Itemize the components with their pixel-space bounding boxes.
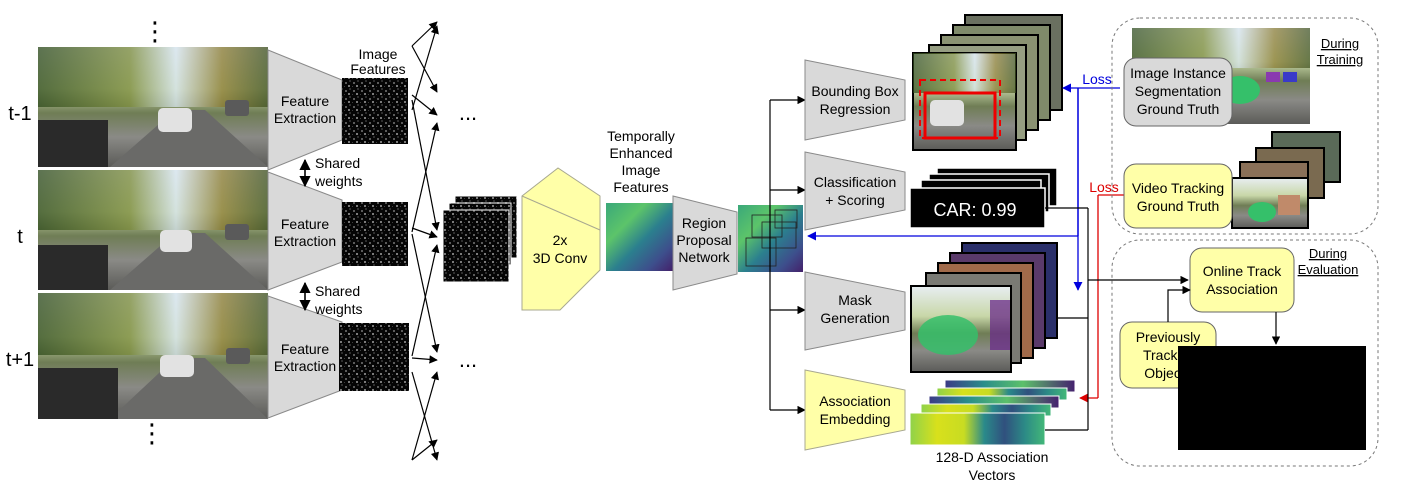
frame-label-t-plus-1: t+1 xyxy=(6,349,34,371)
enhanced-label-b: Enhanced xyxy=(609,145,672,161)
tracking-output-panel xyxy=(1178,346,1366,450)
conv3d-block: 2x 3D Conv xyxy=(521,167,601,311)
online-assoc-label-a: Online Track xyxy=(1203,263,1283,279)
track-gt-label-b: Ground Truth xyxy=(1137,198,1220,214)
shared-weights-label-1a: Shared xyxy=(315,155,360,171)
frame-label-t: t xyxy=(17,226,23,248)
frame-t-plus-1 xyxy=(38,293,268,419)
stacked-feature-maps xyxy=(442,195,518,283)
frame-t-minus-1 xyxy=(38,47,268,167)
previous-label-a: Previously xyxy=(1136,329,1201,345)
feature-map-1 xyxy=(342,78,408,144)
feature-map-2 xyxy=(342,202,408,266)
feature-extraction-label-3b: Extraction xyxy=(274,358,336,374)
assoc-label-a: Association xyxy=(819,393,891,409)
training-title-a: During xyxy=(1321,36,1359,51)
online-assoc-box xyxy=(1189,247,1295,313)
temporally-enhanced-features: Temporally Enhanced Image Features xyxy=(606,128,675,271)
evaluation-panel: During Evaluation Online Track Associati… xyxy=(1111,239,1379,467)
ellipsis-top: ... xyxy=(459,100,477,125)
rpn-label-a: Region xyxy=(682,215,726,231)
feature-extraction-label-2b: Extraction xyxy=(274,233,336,249)
cls-output-stack: CAR: 0.99 xyxy=(909,167,1058,229)
rpn-label-b: Proposal xyxy=(676,232,731,248)
car-score-text: CAR: 0.99 xyxy=(933,200,1016,220)
vectors-label-a: 128-D Association xyxy=(936,449,1049,465)
training-panel: During Training Image Instance Segmentat… xyxy=(1111,17,1379,235)
feature-extraction-label-2a: Feature xyxy=(281,216,329,232)
feature-extraction-label-1b: Extraction xyxy=(274,110,336,126)
feature-map-3 xyxy=(339,323,409,391)
cls-label-a: Classification xyxy=(814,174,896,190)
dots-bottom: ⋮ xyxy=(139,418,165,448)
online-assoc-label-b: Association xyxy=(1206,281,1278,297)
evaluation-title-a: During xyxy=(1309,246,1347,261)
evaluation-title-b: Evaluation xyxy=(1298,262,1359,277)
dots-top: ⋮ xyxy=(142,16,168,46)
bbox-head: Bounding Box Regression xyxy=(804,59,906,141)
mask-head: Mask Generation xyxy=(804,271,906,351)
mask-output-stack xyxy=(910,242,1058,373)
enhanced-label-d: Features xyxy=(613,179,668,195)
image-features-label-b: Features xyxy=(350,61,405,77)
crossing-arrows xyxy=(411,21,440,461)
bbox-label-b: Regression xyxy=(820,101,891,117)
enhanced-heatmap xyxy=(606,203,673,271)
rpn-block: Region Proposal Network xyxy=(672,195,738,291)
shared-weights-label-1b: weights xyxy=(314,173,362,189)
rpn-label-c: Network xyxy=(678,249,730,265)
seg-gt-label-b: Segmentation xyxy=(1135,83,1221,99)
training-title-b: Training xyxy=(1317,52,1363,67)
assoc-label-b: Embedding xyxy=(820,411,891,427)
loss-label-red: Loss xyxy=(1089,179,1119,195)
mask-label-a: Mask xyxy=(838,292,872,308)
input-frames: ⋮ t-1 t t+1 ⋮ xyxy=(6,16,268,448)
cls-label-b: + Scoring xyxy=(825,192,885,208)
shared-weights-label-2b: weights xyxy=(314,301,362,317)
seg-gt-label-c: Ground Truth xyxy=(1137,101,1220,117)
vectors-label-b: Vectors xyxy=(969,467,1016,483)
assoc-vectors-stack: 128-D Association Vectors xyxy=(909,379,1076,483)
conv-label-b: 3D Conv xyxy=(533,250,587,266)
seg-gt-box xyxy=(1123,57,1233,127)
enhanced-label-c: Image xyxy=(622,162,661,178)
frame-label-t-minus-1: t-1 xyxy=(8,103,31,125)
seg-gt-label-a: Image Instance xyxy=(1130,65,1226,81)
loss-label-blue: Loss xyxy=(1082,71,1112,87)
feature-extraction-label-3a: Feature xyxy=(281,341,329,357)
loss-connections: Loss Loss xyxy=(807,71,1189,431)
mask-label-b: Generation xyxy=(820,310,889,326)
feature-extraction-label-1a: Feature xyxy=(281,93,329,109)
bbox-output-stack xyxy=(912,14,1063,151)
cls-head: Classification + Scoring xyxy=(804,151,906,231)
ellipsis-bottom: ... xyxy=(459,347,477,372)
conv-label-a: 2x xyxy=(553,232,568,248)
head-branches xyxy=(769,95,806,415)
track-gt-label-a: Video Tracking xyxy=(1132,180,1224,196)
shared-weights-label-2a: Shared xyxy=(315,283,360,299)
assoc-head: Association Embedding xyxy=(804,369,906,451)
bbox-label-a: Bounding Box xyxy=(811,83,898,99)
feature-extraction-blocks: Feature Extraction Feature Extraction Fe… xyxy=(267,46,409,419)
frame-t xyxy=(38,170,268,290)
track-gt-box xyxy=(1123,163,1233,229)
enhanced-label-a: Temporally xyxy=(607,128,675,144)
image-features-label-a: Image xyxy=(359,46,398,62)
